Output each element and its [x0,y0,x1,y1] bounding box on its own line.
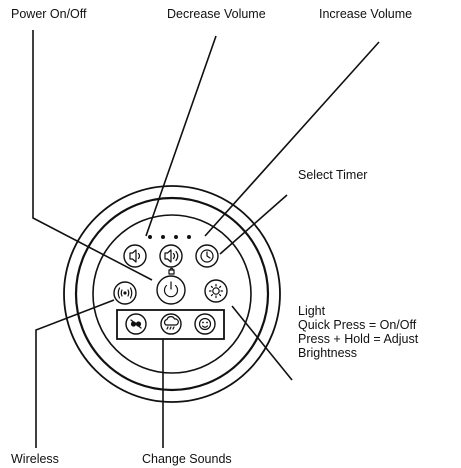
outer-ring [63,185,281,403]
middle-ring [74,196,270,392]
change-sounds-label: Change Sounds [142,452,232,466]
light-label: Light [298,304,326,318]
power-callout-line [32,30,153,281]
power-button[interactable] [156,275,186,305]
sound-button-2[interactable] [160,313,182,335]
increase-callout-line [204,41,380,237]
sound-buttons-panel [116,309,225,340]
power-icon [163,281,179,298]
face-icon [198,317,212,331]
sound-button-1[interactable] [125,313,147,335]
sound-wave-icon [130,319,142,329]
wireless-button[interactable] [113,281,137,305]
indicator-dot [148,235,152,239]
decrease-callout-line [145,35,217,237]
sound-button-3[interactable] [194,313,216,335]
light-button[interactable] [204,279,228,303]
light-brightness-label: Brightness [298,346,357,360]
volume-up-icon [164,249,179,263]
select-timer-label: Select Timer [298,168,367,182]
volume-indicator-dots [148,235,191,239]
light-press-hold-label: Press + Hold = Adjust [298,332,419,346]
increase-volume-button[interactable] [159,244,183,268]
inner-ring [92,214,252,374]
volume-down-icon [129,249,141,263]
callout-lines [32,30,380,448]
indicator-dot [187,235,191,239]
labels: Power On/Off Decrease Volume Increase Vo… [11,7,419,466]
sun-icon [208,283,224,299]
timer-button[interactable] [195,244,219,268]
wireless-icon [117,287,133,299]
increase-volume-label: Increase Volume [319,7,412,21]
rain-cloud-icon [163,316,179,330]
wireless-callout-line [35,299,115,448]
lock-mark-icon [168,267,175,275]
decrease-volume-label: Decrease Volume [167,7,266,21]
indicator-dot [174,235,178,239]
decrease-volume-button[interactable] [123,244,147,268]
wireless-label: Wireless [11,452,59,466]
light-callout-line [231,305,293,381]
light-quick-press-label: Quick Press = On/Off [298,318,417,332]
timer-icon [200,249,214,263]
indicator-dot [161,235,165,239]
device-body [63,185,281,403]
power-label: Power On/Off [11,7,87,21]
